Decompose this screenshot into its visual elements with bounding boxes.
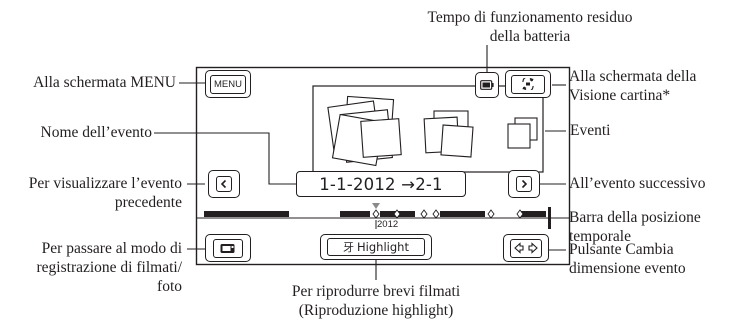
timeline-position-marker bbox=[372, 203, 380, 209]
prev-callout: Per visualizzare l’evento precedente bbox=[0, 174, 182, 212]
prev-event-button[interactable] bbox=[208, 170, 240, 198]
map-view-button[interactable] bbox=[505, 70, 551, 98]
resize-event-button[interactable] bbox=[503, 234, 549, 262]
prev-callout-line1: Per visualizzare l’evento bbox=[0, 174, 182, 193]
highlight-callout-line1: Per riprodurre brevi filmati bbox=[256, 282, 496, 301]
timeline-bar-segment bbox=[520, 211, 546, 217]
timeline-bar-segment bbox=[440, 211, 485, 217]
highlight-callout-line2: (Riproduzione highlight) bbox=[256, 301, 496, 320]
record-icon-frame bbox=[213, 239, 243, 258]
record-mode-button[interactable] bbox=[205, 234, 251, 262]
highlight-icon: 牙 bbox=[343, 239, 354, 255]
event-name-callout: Nome dell’evento bbox=[0, 123, 152, 142]
highlight-button[interactable]: 牙 Highlight bbox=[320, 234, 432, 260]
battery-callout: Tempo di funzionamento residuo della bat… bbox=[410, 8, 650, 46]
prev-icon-frame bbox=[216, 176, 232, 192]
map-callout: Alla schermata della Visione cartina* bbox=[569, 67, 696, 105]
map-view-icon-frame bbox=[511, 75, 545, 94]
date-range-display: 1-1-2012 →2-1 bbox=[296, 171, 466, 197]
highlight-callout: Per riprodurre brevi filmati (Riproduzio… bbox=[256, 282, 496, 320]
events-callout: Eventi bbox=[570, 121, 610, 140]
next-event-button[interactable] bbox=[508, 170, 540, 198]
battery-callout-line1: Tempo di funzionamento residuo bbox=[410, 8, 650, 27]
record-callout: Per passare al modo di registrazione di … bbox=[0, 239, 182, 296]
map-view-icon bbox=[520, 78, 536, 90]
resize-arrows-icon bbox=[514, 242, 538, 254]
prev-callout-line2: precedente bbox=[0, 193, 182, 212]
map-callout-line1: Alla schermata della bbox=[569, 67, 696, 86]
highlight-frame: 牙 Highlight bbox=[327, 238, 425, 256]
highlight-button-label: Highlight bbox=[357, 240, 409, 254]
timeline-bar-segment bbox=[340, 211, 370, 217]
bar-callout-line1: Barra della posizione bbox=[569, 208, 701, 227]
chevron-left-icon bbox=[219, 179, 229, 189]
chevron-right-icon bbox=[519, 179, 529, 189]
resize-callout: Pulsante Cambia dimensione evento bbox=[569, 240, 686, 278]
resize-callout-line1: Pulsante Cambia bbox=[569, 240, 686, 259]
menu-button-label: MENU bbox=[210, 75, 246, 94]
timeline-year-label: 2012 bbox=[377, 220, 398, 230]
map-callout-line2: Visione cartina* bbox=[569, 86, 696, 105]
menu-callout: Alla schermata MENU bbox=[0, 73, 176, 92]
battery-callout-line2: della batteria bbox=[410, 27, 650, 46]
record-callout-line2: registrazione di filmati/ bbox=[0, 258, 182, 277]
menu-button[interactable]: MENU bbox=[205, 70, 251, 98]
battery-icon bbox=[480, 80, 494, 90]
timeline-bar-segment bbox=[204, 211, 289, 217]
camera-icon bbox=[220, 243, 236, 254]
next-icon-frame bbox=[516, 176, 532, 192]
record-callout-line3: foto bbox=[0, 277, 182, 296]
battery-button bbox=[475, 72, 499, 98]
resize-icon-frame bbox=[510, 239, 542, 258]
next-callout: All’evento successivo bbox=[569, 174, 705, 193]
record-callout-line1: Per passare al modo di bbox=[0, 239, 182, 258]
resize-callout-line2: dimensione evento bbox=[569, 259, 686, 278]
date-range-text: 1-1-2012 →2-1 bbox=[319, 175, 443, 194]
timeline-bar-end bbox=[548, 207, 551, 229]
